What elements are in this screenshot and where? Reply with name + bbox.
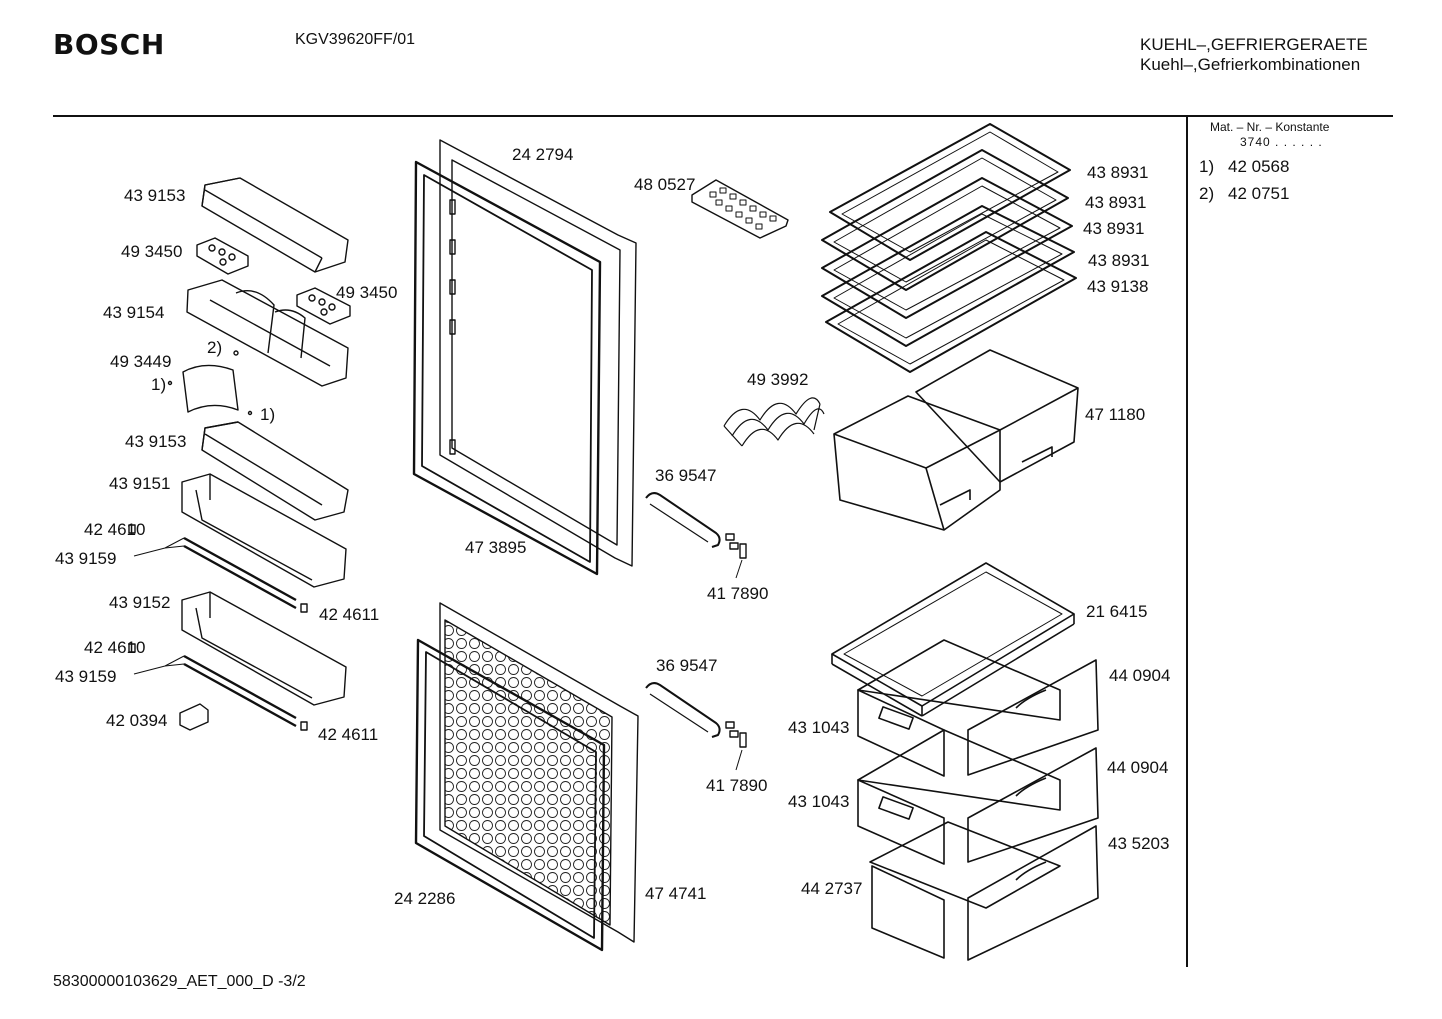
label-flap: 49 3449 [110,352,172,371]
label-clip-lower-left: 42 4610 [84,638,146,657]
label-upper-handle: 36 9547 [655,466,717,485]
label-drawer-1-front: 43 1043 [788,718,850,737]
door-shelf-top-part [201,177,349,273]
label-shelf-5: 43 9138 [1087,277,1149,296]
label-marker-1b: 1) [260,405,276,424]
door-bin-lower-part [181,591,347,706]
label-crisper: 47 1180 [1085,405,1146,424]
label-lower-handle: 36 9547 [656,656,718,675]
label-clip-upper-right: 42 4611 [319,605,380,624]
label-clip-upper-left: 42 4610 [84,520,146,539]
bottle-shelf-part [186,279,349,387]
drawer-3-part [869,821,1099,961]
variant-part-2: 42 0751 [1228,184,1290,203]
label-door-bin-upper: 43 9151 [109,474,171,493]
strips-part [183,536,297,728]
label-strip-lower: 43 9159 [55,667,117,686]
door-bin-upper-part [181,473,347,588]
document-id: 58300000103629_AET_000_D -3/2 [53,973,306,990]
header-divider [53,115,1393,117]
crisper-part [833,349,1079,531]
label-marker-2: 2) [207,338,223,357]
label-small-part: 42 0394 [106,711,168,730]
egg-tray-right-part [296,287,351,325]
label-marker-1a: 1) [151,375,167,394]
label-shelf-4: 43 8931 [1088,251,1150,270]
label-drawer-2: 44 0904 [1107,758,1169,777]
variant-marker-2: 2) [1199,184,1215,203]
label-shelf-3: 43 8931 [1083,219,1145,238]
egg-tray-left-part [196,237,249,275]
sidebar-heading: Mat. – Nr. – Konstante [1210,120,1330,134]
label-lower-gasket: 24 2286 [394,889,456,908]
sidebar-subheading: 3740 . . . . . . [1240,135,1323,149]
label-shelf-1: 43 8931 [1087,163,1149,182]
sidebar-divider [1186,117,1188,967]
label-door-shelf-mid: 43 9153 [125,432,187,451]
upper-door-part [412,139,637,576]
ice-tray-part [691,179,789,239]
label-upper-gasket: 47 3895 [465,538,527,557]
label-drawer-1: 44 0904 [1109,666,1171,685]
freezer-tray-part [831,562,1075,717]
label-door-shelf-top: 43 9153 [124,186,186,205]
label-lower-door: 47 4741 [645,884,707,903]
brand-logo: BOSCH [53,28,165,61]
glass-shelves-part [821,123,1077,373]
drawer-1-part [857,639,1099,777]
upper-handle-part [645,492,747,579]
label-egg-tray-right: 49 3450 [336,283,398,302]
drawer-2-part [857,729,1099,865]
door-shelf-mid-part [201,421,349,521]
lower-handle-part [645,682,747,771]
lower-door-part [414,602,639,952]
label-upper-door: 24 2794 [512,145,574,164]
label-door-bin-lower: 43 9152 [109,593,171,612]
model-number: KGV39620FF/01 [295,31,416,48]
clips-part [128,524,308,731]
label-egg-tray-left: 49 3450 [121,242,183,261]
label-clip-lower-right: 42 4611 [318,725,379,744]
label-drawer-2-front: 43 1043 [788,792,850,811]
category-subtitle: Kuehl–,Gefrierkombinationen [1140,55,1361,74]
category-title: KUEHL–,GEFRIERGERAETE [1140,35,1368,54]
variant-part-1: 42 0568 [1228,157,1290,176]
variant-marker-1: 1) [1199,157,1215,176]
label-lower-screws: 41 7890 [706,776,768,795]
flap-part [167,350,253,416]
label-ice-tray: 48 0527 [634,175,696,194]
label-shelf-2: 43 8931 [1085,193,1147,212]
small-part-bracket [179,703,209,731]
label-freezer-tray: 21 6415 [1086,602,1148,621]
label-upper-screws: 41 7890 [707,584,769,603]
label-drawer-3: 43 5203 [1108,834,1170,853]
bottle-rack-part [723,397,825,447]
label-bottle-shelf: 43 9154 [103,303,165,322]
label-strip-upper: 43 9159 [55,549,117,568]
label-drawer-3-body: 44 2737 [801,879,863,898]
label-bottle-rack: 49 3992 [747,370,809,389]
